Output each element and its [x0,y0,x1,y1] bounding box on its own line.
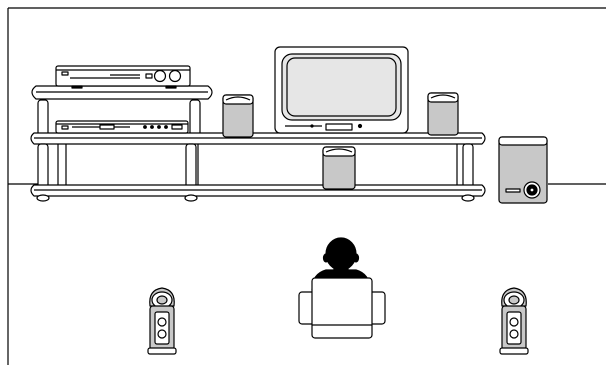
listener [299,238,385,338]
subwoofer [499,137,547,203]
av-receiver [56,66,190,88]
center-speaker [323,147,355,189]
front-left-speaker [223,95,253,137]
surround-right-speaker [500,288,528,354]
surround-left-speaker [148,288,176,354]
dvd-player [56,121,188,133]
television [275,47,408,133]
front-right-speaker [428,93,458,135]
tv-rack [31,86,485,201]
